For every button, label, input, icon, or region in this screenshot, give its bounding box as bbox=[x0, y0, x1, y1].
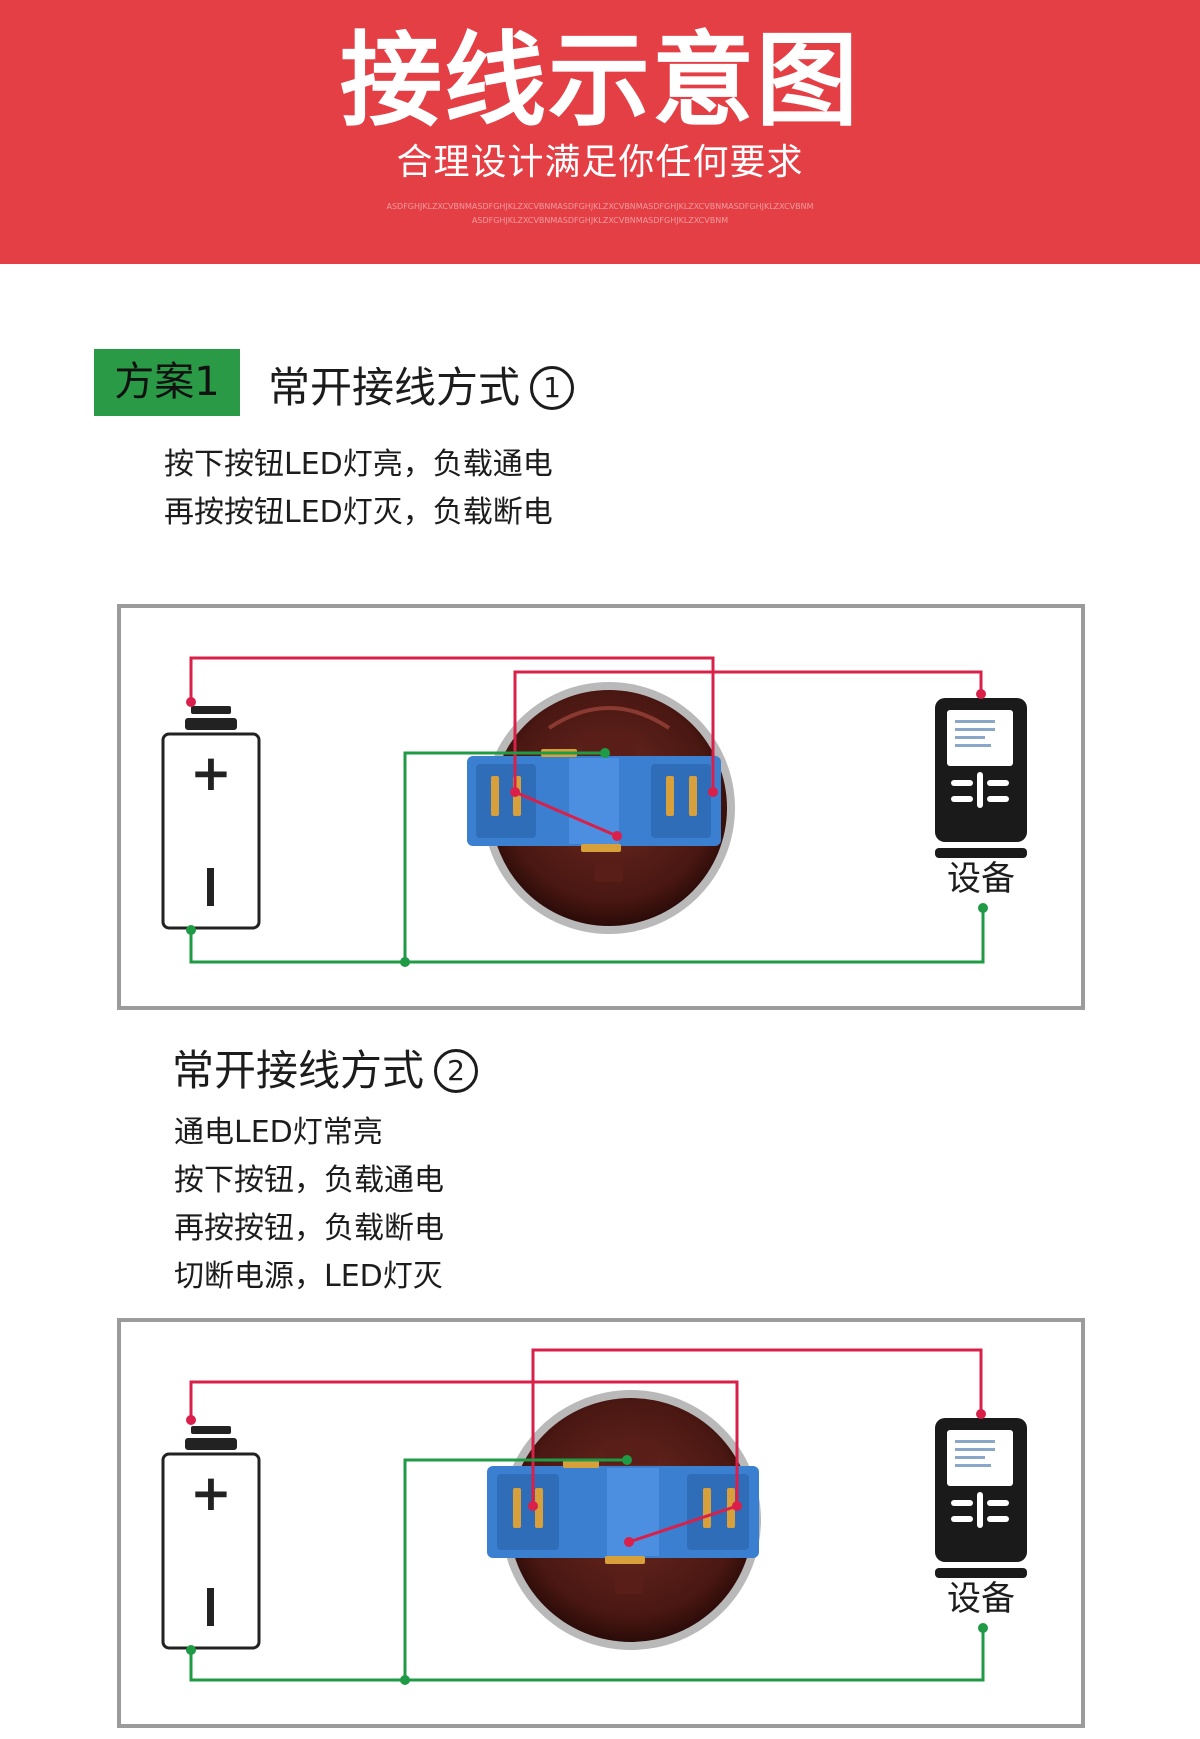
scheme1-line: 按下按钮LED灯亮，负载通电 bbox=[164, 447, 553, 482]
red-wire-nodes bbox=[186, 689, 986, 841]
red-wire-nodes bbox=[186, 1409, 986, 1547]
green-wire-nodes bbox=[186, 748, 988, 967]
scheme2-description: 通电LED灯常亮 按下按钮，负载通电 再按按钮，负载断电 切断电源，LED灯灭 bbox=[174, 1109, 444, 1301]
svg-text:+: + bbox=[190, 1464, 232, 1522]
scheme1-number: 1 bbox=[530, 366, 575, 410]
banner-fine-print-2: ASDFGHJKLZXCVBNMASDFGHJKLZXCVBNMASDFGHJK… bbox=[471, 216, 729, 225]
header-banner: 接线示意图 合理设计满足你任何要求 ASDFGHJKLZXCVBNMASDFGH… bbox=[0, 0, 1200, 264]
scheme1-title: 常开接线方式 bbox=[268, 363, 521, 412]
page-title: 接线示意图 bbox=[340, 22, 860, 141]
scheme2-line: 再按按钮，负载断电 bbox=[174, 1211, 444, 1246]
battery-icon: + bbox=[161, 706, 261, 930]
device-icon bbox=[935, 1418, 1027, 1578]
scheme1-line: 再按按钮LED灯灭，负载断电 bbox=[164, 495, 553, 530]
wiring-svg-1: + bbox=[161, 656, 1027, 967]
scheme2-line: 通电LED灯常亮 bbox=[174, 1115, 383, 1150]
scheme-badge: 方案1 bbox=[94, 349, 240, 416]
battery-icon: + bbox=[161, 1426, 261, 1650]
device-label: 设备 bbox=[947, 1579, 1015, 1619]
red-wires bbox=[189, 656, 983, 838]
page-subtitle: 合理设计满足你任何要求 bbox=[396, 142, 804, 183]
device-label: 设备 bbox=[947, 859, 1015, 899]
green-wire-nodes bbox=[186, 1455, 988, 1685]
scheme1-wiring-diagram: + bbox=[117, 604, 1085, 1010]
wiring-svg-2: + bbox=[161, 1348, 1027, 1685]
push-button-switch bbox=[487, 1390, 761, 1650]
scheme1-description: 按下按钮LED灯亮，负载通电 再按按钮LED灯灭，负载断电 bbox=[164, 441, 553, 537]
push-button-switch bbox=[467, 682, 735, 934]
scheme2-wiring-diagram: + bbox=[117, 1318, 1085, 1728]
green-wires bbox=[189, 751, 985, 964]
svg-text:+: + bbox=[190, 744, 232, 802]
red-wires bbox=[189, 1348, 983, 1544]
scheme2-line: 切断电源，LED灯灭 bbox=[174, 1259, 443, 1294]
green-wires bbox=[189, 1458, 985, 1682]
scheme2-line: 按下按钮，负载通电 bbox=[174, 1163, 444, 1198]
scheme2-number: 2 bbox=[434, 1049, 479, 1093]
scheme2-title: 常开接线方式 bbox=[172, 1046, 425, 1095]
banner-fine-print-1: ASDFGHJKLZXCVBNMASDFGHJKLZXCVBNMASDFGHJK… bbox=[386, 202, 814, 211]
device-icon bbox=[935, 698, 1027, 858]
